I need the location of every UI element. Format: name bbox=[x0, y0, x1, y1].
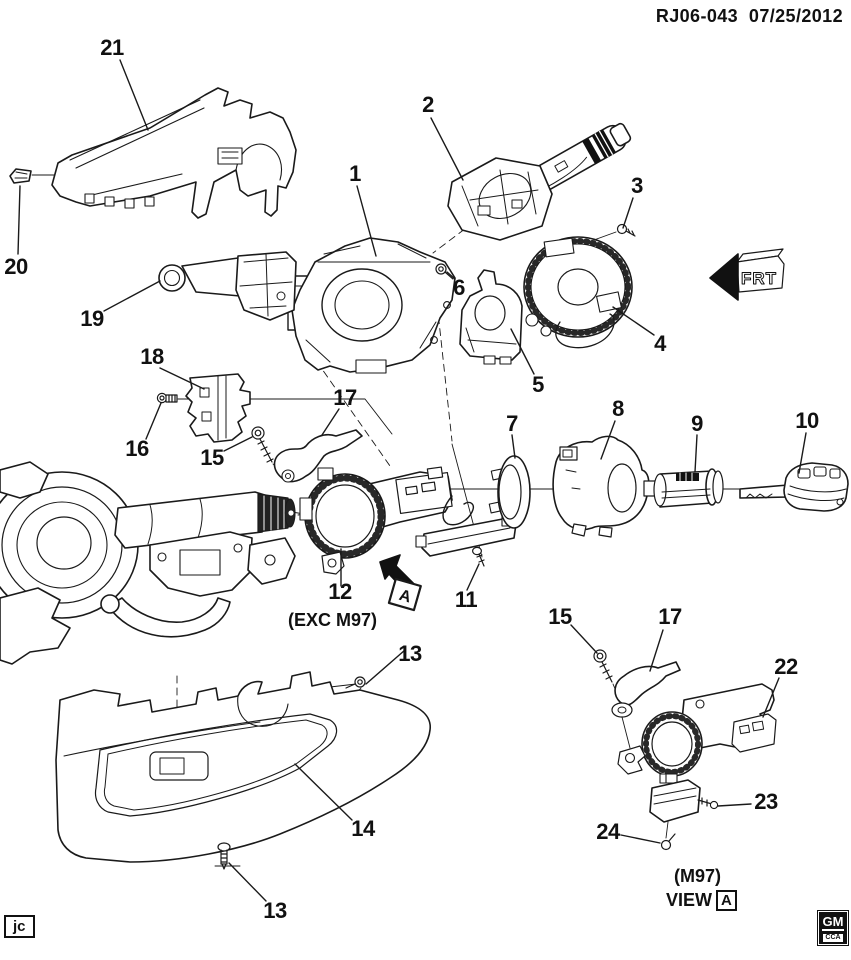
callout-24: 24 bbox=[596, 819, 620, 844]
part-7-ring bbox=[488, 455, 531, 529]
callout-21: 21 bbox=[100, 35, 124, 60]
m97-assembly bbox=[593, 649, 777, 851]
part-5-sensor-housing bbox=[459, 269, 523, 365]
drawing-date: 07/25/2012 bbox=[748, 6, 843, 26]
m97-label: (M97) bbox=[674, 866, 722, 886]
part-16-screw bbox=[156, 392, 178, 404]
callout-17-exc: 17 bbox=[333, 385, 357, 410]
part-12-ring-m97 bbox=[617, 711, 703, 784]
callout-16: 16 bbox=[125, 436, 149, 461]
callout-4: 4 bbox=[654, 331, 666, 356]
part-19-wiper-lever bbox=[158, 251, 297, 321]
exc-m97-label: (EXC M97) bbox=[288, 610, 378, 630]
callout-18: 18 bbox=[140, 344, 164, 369]
view-word: VIEW bbox=[666, 890, 713, 910]
callout-15-exc: 15 bbox=[200, 445, 224, 470]
part-15-bolt-m97 bbox=[593, 649, 613, 683]
callout-3: 3 bbox=[631, 173, 643, 198]
callout-22: 22 bbox=[774, 654, 798, 679]
gm-logo-subtext: CCA bbox=[822, 933, 844, 943]
part-11-screw bbox=[472, 546, 485, 567]
drawing-code: RJ06-043 bbox=[655, 6, 739, 26]
steering-column-assembly bbox=[0, 461, 296, 665]
part-21-upper-shroud bbox=[51, 87, 297, 219]
callout-10: 10 bbox=[795, 408, 819, 433]
callout-8: 8 bbox=[612, 396, 624, 421]
callout-9: 9 bbox=[691, 411, 703, 436]
callout-12: 12 bbox=[328, 579, 352, 604]
gm-logo-text: GM bbox=[821, 914, 845, 931]
drawing-number: RJ06-043 07/25/2012 bbox=[656, 6, 843, 27]
part-18-bracket bbox=[185, 373, 251, 443]
callout-20: 20 bbox=[4, 254, 28, 279]
callout-7: 7 bbox=[506, 411, 518, 436]
part-12-lock-module bbox=[299, 466, 517, 575]
part-8-lock-housing bbox=[552, 435, 650, 538]
callout-23: 23 bbox=[754, 789, 778, 814]
callout-13-upper: 13 bbox=[398, 641, 422, 666]
callout-13-lower: 13 bbox=[263, 898, 287, 923]
view-a-label: VIEW A bbox=[666, 890, 737, 911]
part-20-clip bbox=[9, 168, 32, 184]
gm-logo: GM CCA bbox=[817, 910, 849, 946]
part-13-screw-lower bbox=[217, 842, 231, 870]
frt-arrow: FRT bbox=[709, 248, 785, 301]
callout-2: 2 bbox=[422, 92, 434, 117]
part-4-clockspring-coil bbox=[523, 236, 633, 349]
callout-6: 6 bbox=[453, 275, 465, 300]
callout-11: 11 bbox=[454, 587, 478, 612]
part-17-strap-exc bbox=[273, 429, 363, 483]
callout-19: 19 bbox=[80, 306, 104, 331]
view-a-marker-letter: A bbox=[397, 587, 413, 607]
frt-label: FRT bbox=[741, 269, 777, 288]
callout-1: 1 bbox=[349, 161, 361, 186]
part-10-key bbox=[739, 462, 849, 512]
part-24-screw bbox=[660, 833, 676, 851]
callout-17-m97: 17 bbox=[658, 604, 682, 629]
callout-15-m97: 15 bbox=[548, 604, 572, 629]
view-letter-box: A bbox=[716, 890, 737, 911]
part-14-lower-shroud bbox=[55, 671, 431, 863]
leader-lines bbox=[17, 59, 807, 902]
part-9-lock-cylinder bbox=[643, 468, 724, 508]
part-15-bolt-exc bbox=[251, 426, 274, 463]
part-13-screw-upper bbox=[345, 676, 366, 689]
callout-5: 5 bbox=[532, 372, 544, 397]
part-17-strap-m97 bbox=[611, 661, 681, 718]
part-1-multifunction-housing bbox=[287, 237, 456, 374]
part-6-bolt bbox=[435, 263, 454, 280]
part-3-screw bbox=[616, 223, 636, 237]
part-2-turn-signal-lever bbox=[447, 122, 632, 241]
author-initials-stamp: jc bbox=[4, 915, 35, 938]
callout-14: 14 bbox=[351, 816, 375, 841]
part-23-switch bbox=[649, 773, 719, 823]
view-a-marker: A bbox=[379, 554, 422, 612]
